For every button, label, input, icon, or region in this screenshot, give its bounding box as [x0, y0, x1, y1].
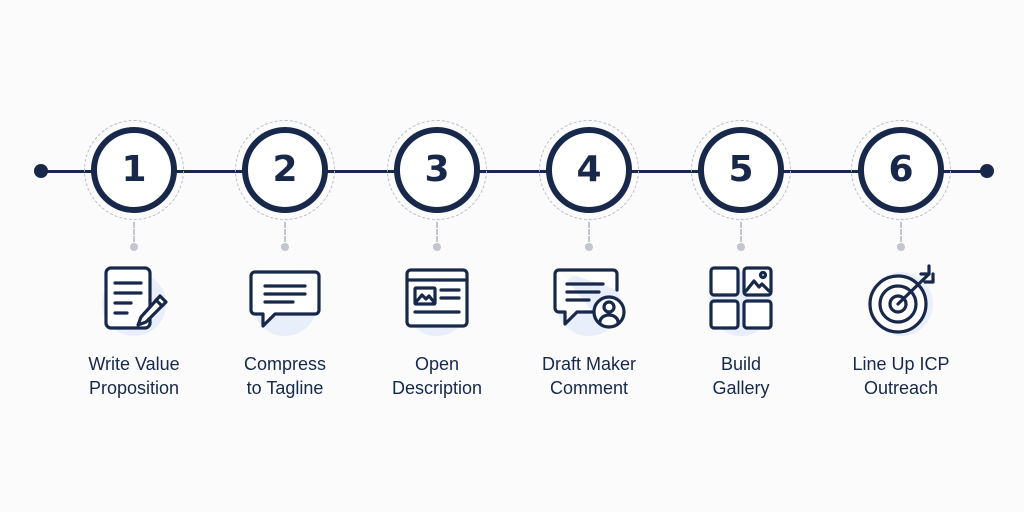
step-number: 6 — [888, 149, 914, 190]
step-number-circle: 1 — [91, 127, 177, 213]
step-6: 6 Line Up ICP Outreach — [821, 120, 981, 420]
step-number-circle: 6 — [858, 127, 944, 213]
step-connector — [740, 222, 742, 242]
step-ring — [235, 120, 335, 220]
step-label-line-2: Description — [391, 378, 483, 398]
timeline-end-dot — [980, 164, 994, 178]
step-2: 2 Compress to Tagline — [205, 120, 365, 420]
step-label: Compress to Tagline — [205, 352, 365, 400]
step-number: 5 — [728, 149, 754, 190]
step-number: 2 — [272, 149, 298, 190]
step-ring — [851, 120, 951, 220]
step-connector — [284, 222, 286, 242]
step-connector — [436, 222, 438, 242]
step-label-line-2: Gallery — [712, 378, 770, 398]
step-connector — [133, 222, 135, 242]
step-label: Line Up ICP Outreach — [821, 352, 981, 400]
step-label-line-1: Compress — [243, 354, 327, 374]
step-label-line-1: Open — [414, 354, 460, 374]
target-arrow-icon — [861, 262, 941, 338]
step-number-circle: 5 — [698, 127, 784, 213]
step-connector-dot — [433, 243, 441, 251]
step-label-line-1: Draft Maker — [541, 354, 637, 374]
step-number-circle: 3 — [394, 127, 480, 213]
step-3: 3 Open Description — [357, 120, 517, 420]
step-label-line-2: to Tagline — [246, 378, 324, 398]
step-label: Open Description — [357, 352, 517, 400]
step-label: Build Gallery — [661, 352, 821, 400]
step-number: 3 — [424, 149, 450, 190]
step-connector-dot — [281, 243, 289, 251]
step-5: 5 Build Gallery — [661, 120, 821, 420]
image-document-icon — [397, 262, 477, 338]
step-connector-dot — [737, 243, 745, 251]
speech-bubble-icon — [245, 262, 325, 338]
step-label-line-1: Line Up ICP — [852, 354, 950, 374]
timeline-line — [41, 170, 987, 173]
step-label-line-2: Proposition — [88, 378, 180, 398]
comment-user-icon — [549, 262, 629, 338]
step-ring — [539, 120, 639, 220]
step-ring — [691, 120, 791, 220]
step-connector-dot — [897, 243, 905, 251]
step-connector — [588, 222, 590, 242]
step-number-circle: 4 — [546, 127, 632, 213]
step-ring — [387, 120, 487, 220]
timeline-start-dot — [34, 164, 48, 178]
step-ring — [84, 120, 184, 220]
step-connector-dot — [585, 243, 593, 251]
document-pen-icon — [94, 262, 174, 338]
step-4: 4 Draft Maker Comment — [509, 120, 669, 420]
step-label: Write Value Proposition — [54, 352, 214, 400]
step-label-line-1: Write Value — [88, 354, 180, 374]
step-label-line-2: Outreach — [863, 378, 939, 398]
step-number: 1 — [121, 149, 147, 190]
step-label: Draft Maker Comment — [509, 352, 669, 400]
step-number: 4 — [576, 149, 602, 190]
step-label-line-2: Comment — [549, 378, 629, 398]
step-1: 1 Write Value Proposition — [54, 120, 214, 420]
step-connector-dot — [130, 243, 138, 251]
step-number-circle: 2 — [242, 127, 328, 213]
gallery-grid-icon — [701, 262, 781, 338]
step-connector — [900, 222, 902, 242]
step-label-line-1: Build — [720, 354, 762, 374]
